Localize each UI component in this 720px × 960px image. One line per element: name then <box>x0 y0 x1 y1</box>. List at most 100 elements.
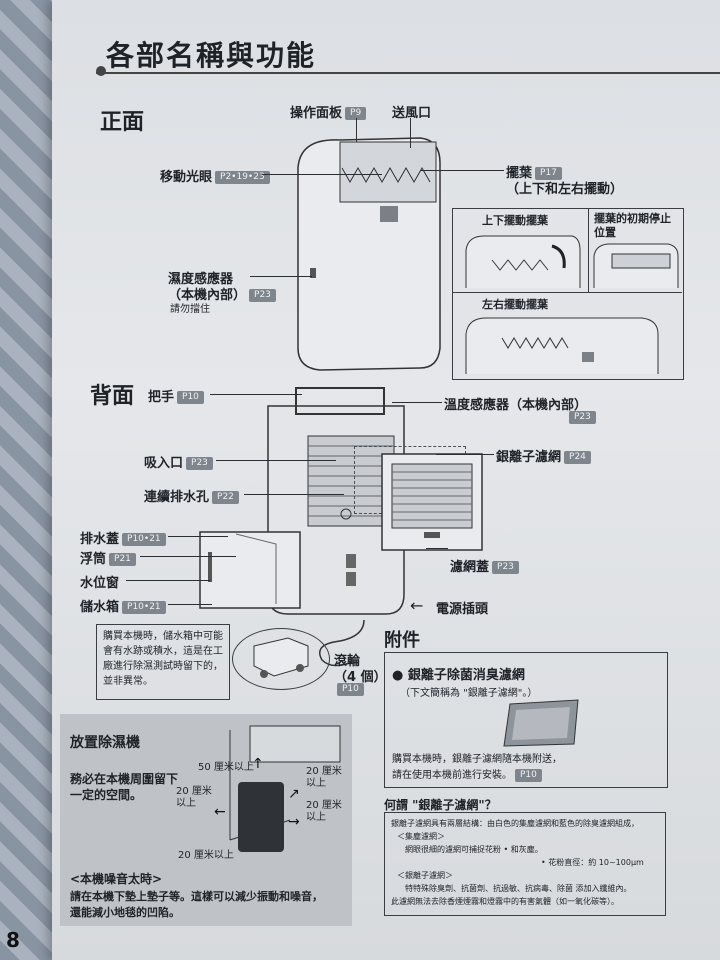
clearance-left-line: 20 厘米 <box>176 786 212 797</box>
casters-label: 滾輪 <box>334 654 361 669</box>
humidity-sensor-note: 請勿擋住 <box>170 304 210 315</box>
inset-divider-v <box>588 208 589 292</box>
what-is-line: 此濾網無法去除香煙煙霧和燈霧中的有害氣體（如一氧化碳等）。 <box>391 897 619 906</box>
inset-divider-h <box>452 292 682 293</box>
casters-sub: （4 個） <box>334 670 387 685</box>
caster-detail-circle <box>232 628 330 690</box>
title-rule <box>96 72 720 74</box>
temp-sensor-label: 溫度感應器（本機內部） <box>444 398 588 413</box>
back-unit-drawing <box>199 387 405 667</box>
power-plug-label: 電源插頭 <box>436 602 489 617</box>
clearance-right-top-line: 以上 <box>306 778 326 789</box>
noise-text: 請在本機下墊上墊子等。這樣可以減少振動和噪音， <box>70 890 323 903</box>
svg-text:↑: ↑ <box>252 756 264 772</box>
accessory-text: 購買本機時，銀離子濾網隨本機附送， <box>392 754 562 765</box>
level-window-leader <box>126 580 210 581</box>
louver-leader <box>420 170 504 171</box>
purchase-note-line: 會有水跡或積水，這是在工 <box>103 646 223 657</box>
motion-sensor-leader <box>262 174 382 175</box>
what-is-line: ＜銀離子濾網＞ <box>397 871 453 880</box>
svg-text:↗: ↗ <box>288 786 300 802</box>
placement-text: 務必在本機周圍留下 <box>70 772 179 786</box>
plug-arrow-icon: ← <box>410 596 424 615</box>
inset-updown-drawing <box>465 235 581 288</box>
accessories-box <box>384 652 668 788</box>
accessories-heading: 附件 <box>384 630 420 651</box>
accessory-text: 請在使用本機前進行安裝。P10 <box>392 766 542 782</box>
svg-text:→: → <box>288 814 300 830</box>
what-is-line: ＜集塵濾網＞ <box>397 832 445 841</box>
what-is-line: • 花粉直徑：約 10~100μm <box>541 858 644 867</box>
clearance-right: 20 厘米以上 <box>306 800 342 824</box>
clearance-left: 20 厘米以上 <box>176 786 212 810</box>
inset-leftright-label: 左右擺動擺葉 <box>482 298 548 311</box>
accessory-item: ● 銀離子除菌消臭濾網 <box>392 668 525 683</box>
page-number: 8 <box>6 928 20 952</box>
clearance-top: 50 厘米以上 <box>198 762 254 773</box>
what-is-heading: 何謂 "銀離子濾網"？ <box>384 798 497 812</box>
title-bullet <box>96 66 106 76</box>
purchase-note-line: 購買本機時，儲水箱中可能 <box>103 631 223 642</box>
what-is-line: 銀離子濾網具有兩層結構：由白色的集塵濾網和藍色的除臭濾網組成， <box>391 819 639 828</box>
clearance-right-line: 20 厘米 <box>306 800 342 811</box>
front-heading: 正面 <box>100 110 145 135</box>
placement-heading: 放置除濕機 <box>70 735 140 751</box>
clearance-right-top: 20 厘米以上 <box>306 766 342 790</box>
drain-hole-leader <box>244 494 344 495</box>
page-title: 各部名稱與功能 <box>106 39 317 72</box>
noise-heading: <本機噪音太時> <box>70 872 163 886</box>
control-panel-leader <box>356 118 357 142</box>
what-is-line: 特特殊除臭劑、抗菌劑、抗過敏、抗病毒、除菌 添加入纖維內。 <box>405 884 632 893</box>
filter-cover-leader <box>426 548 448 549</box>
purchase-note-box: 購買本機時，儲水箱中可能 會有水跡或積水，這是在工 廠進行除濕測試時留下的， 並… <box>96 624 230 700</box>
placement-text: 一定的空間。 <box>70 788 143 802</box>
what-is-box: 銀離子濾網具有兩層結構：由白色的集塵濾網和藍色的除臭濾網組成， ＜集塵濾網＞ 網… <box>384 812 666 916</box>
temp-sensor-ref: P23 <box>566 410 596 425</box>
filter-cover-drawing <box>381 453 483 551</box>
handle-leader <box>210 394 302 395</box>
inset-initial-label: 擺葉的初期停止位置 <box>594 212 671 239</box>
inset-updown-label: 上下擺動擺葉 <box>482 214 548 227</box>
silver-filter-leader <box>436 454 494 455</box>
humidity-sensor-sub: （本機內部）P23 <box>168 284 276 303</box>
air-outlet-leader <box>410 118 411 148</box>
clearance-right-top-line: 20 厘米 <box>306 766 342 777</box>
air-outlet-label: 送風口 <box>392 106 432 121</box>
louver-sub: （上下和左右擺動） <box>506 182 624 197</box>
silver-filter-drawing <box>503 699 579 747</box>
placement-drawing: ↑ ↗ → ← <box>214 725 341 852</box>
casters-ref: P10 <box>334 682 364 697</box>
inset-leftright-drawing <box>465 317 659 374</box>
back-heading: 背面 <box>90 384 135 409</box>
clearance-right-line: 以上 <box>306 812 326 823</box>
clearance-left-line: 以上 <box>176 798 196 809</box>
caster-drawing <box>253 637 309 678</box>
air-inlet-leader <box>216 460 336 461</box>
humidity-sensor-label: 濕度感應器 <box>168 272 234 287</box>
front-unit-drawing <box>297 137 441 371</box>
purchase-note-line: 廠進行除濕測試時留下的， <box>103 661 223 672</box>
tank-leader <box>168 604 212 605</box>
humidity-sensor-leader <box>250 276 312 277</box>
tank-lid-leader <box>168 536 228 537</box>
svg-text:←: ← <box>214 804 226 820</box>
purchase-note-line: 並非異常。 <box>103 676 153 687</box>
float-leader <box>140 556 236 557</box>
noise-text: 還能減小地毯的凹陷。 <box>70 906 180 919</box>
what-is-line: 網眼很細的濾網可捕捉花粉 • 和灰塵。 <box>405 845 543 854</box>
inset-initial-drawing <box>593 243 679 288</box>
clearance-bottom: 20 厘米以上 <box>178 850 234 861</box>
temp-sensor-leader <box>392 402 442 403</box>
level-window-label: 水位窗 <box>80 576 120 591</box>
